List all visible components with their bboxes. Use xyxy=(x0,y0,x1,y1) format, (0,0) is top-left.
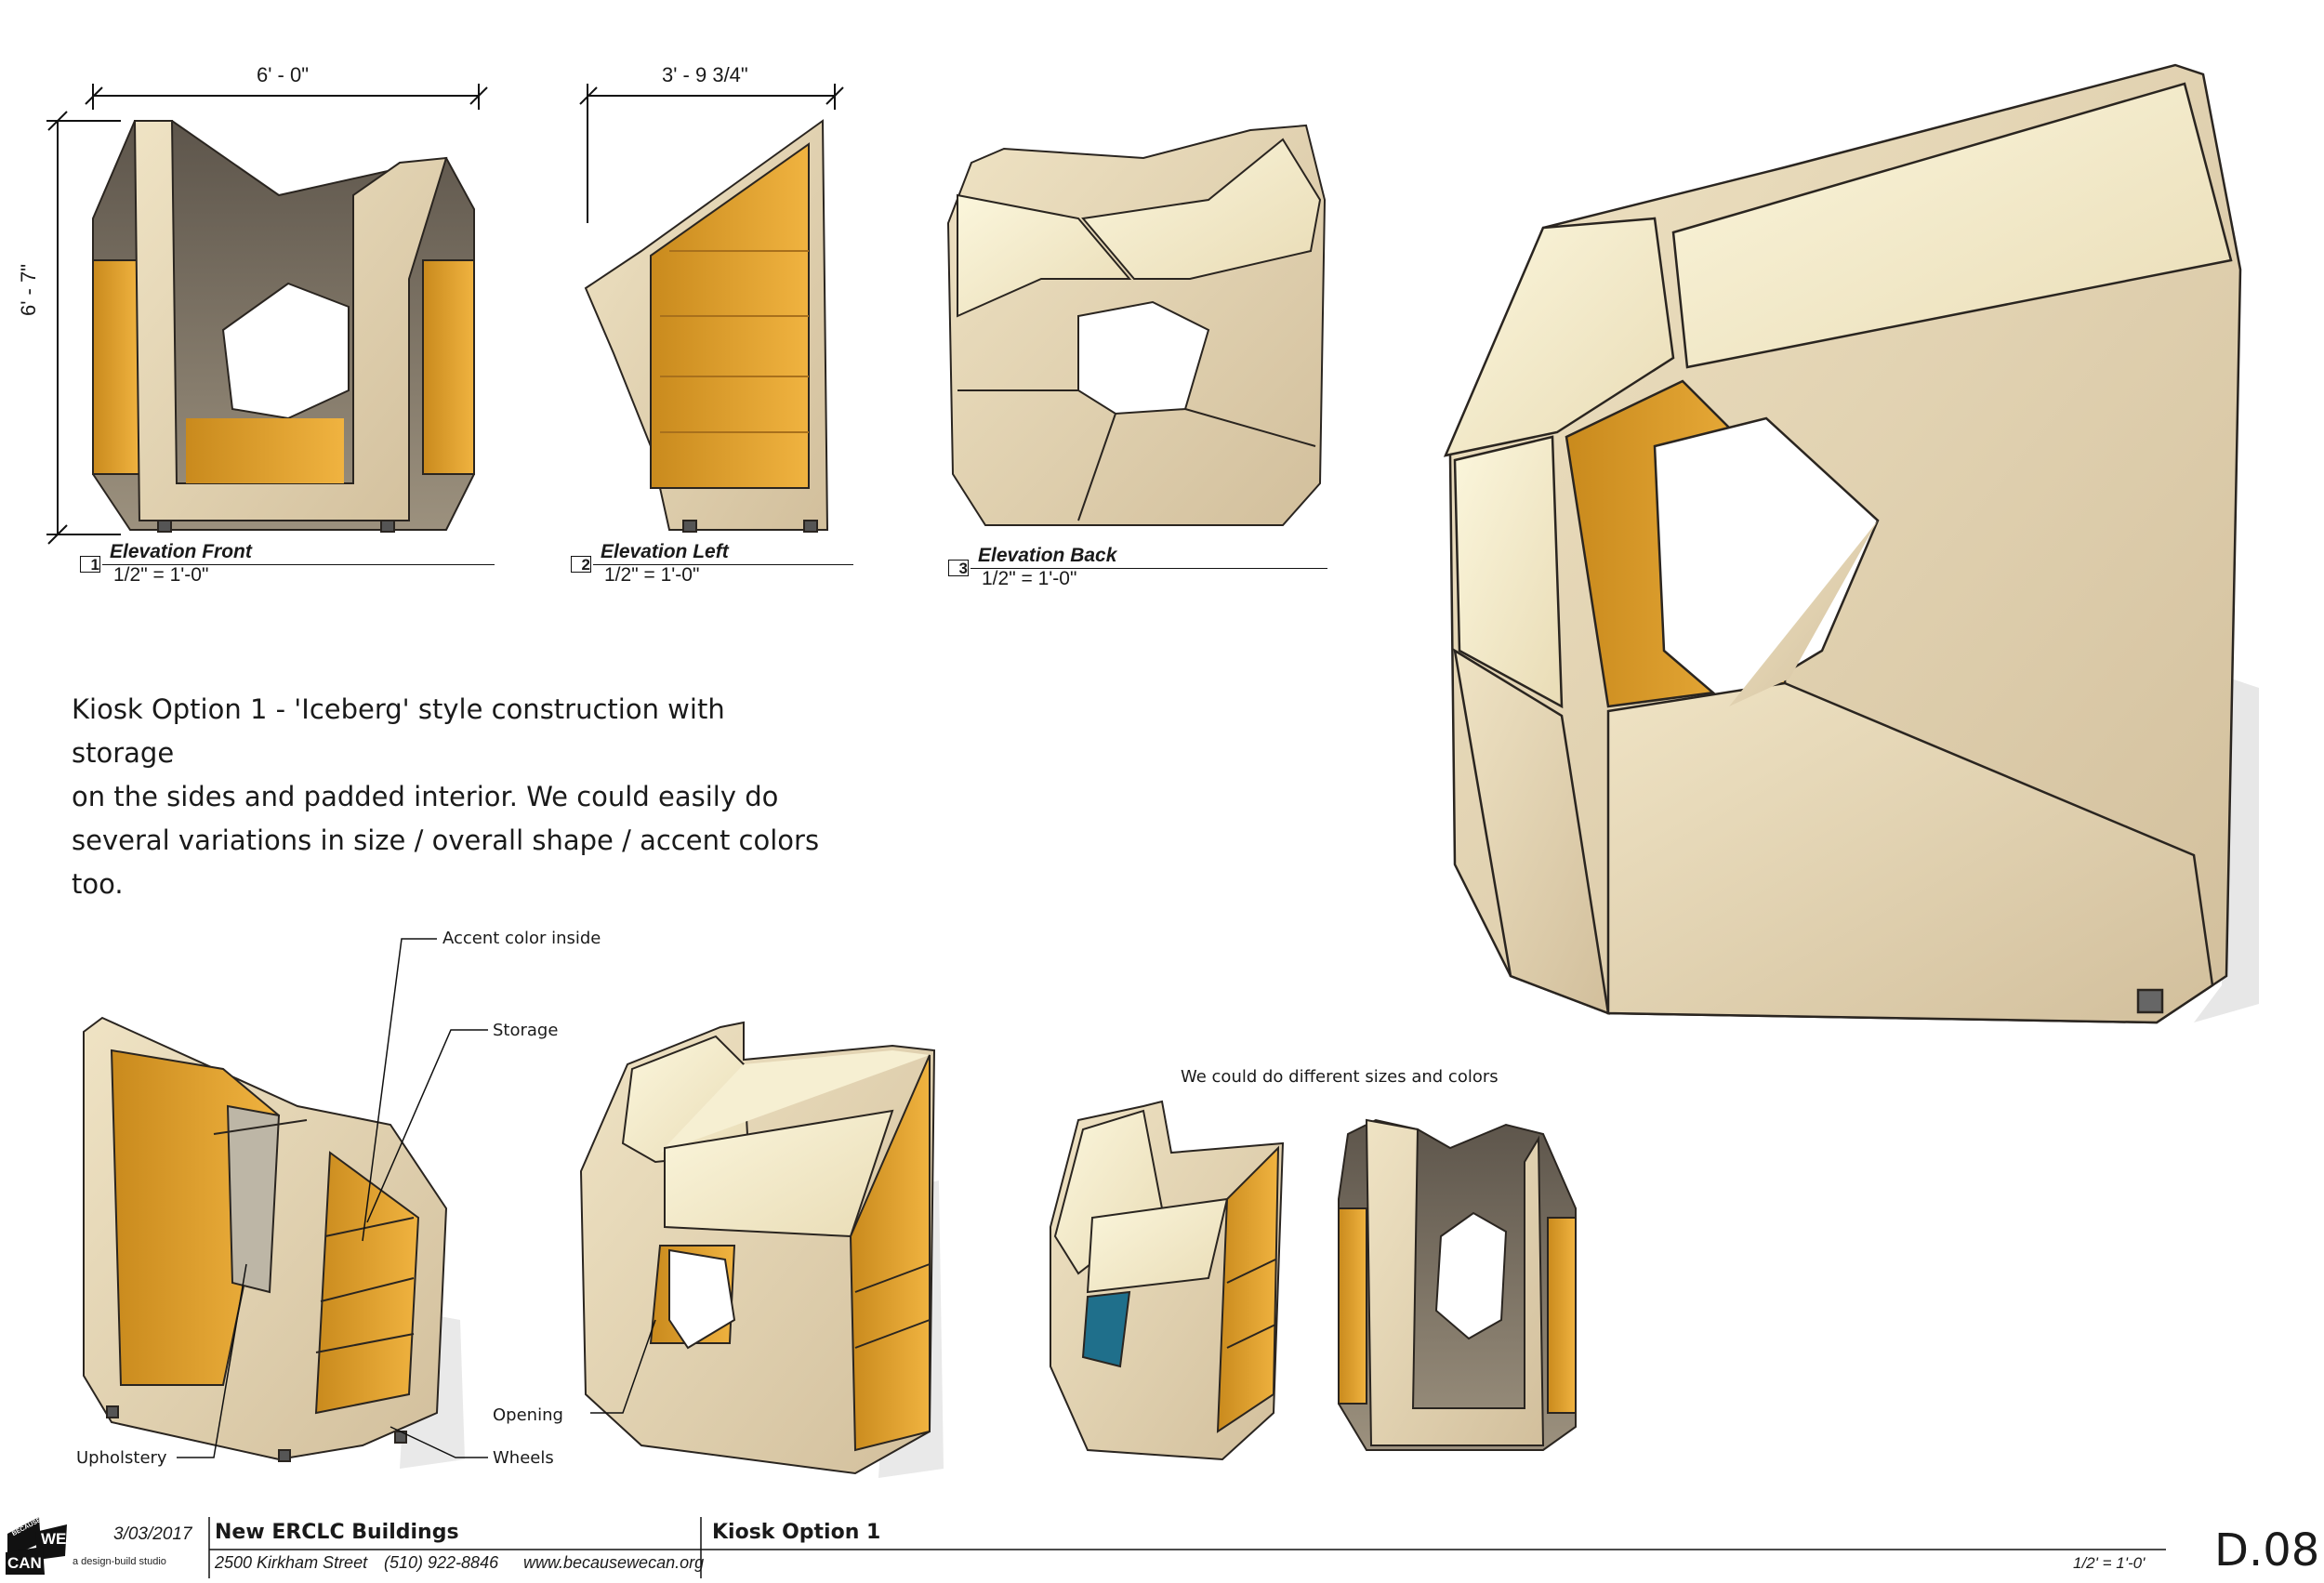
view-title-front: Elevation Front xyxy=(110,541,252,562)
drawing-date: 3/03/2017 xyxy=(113,1524,192,1544)
view-underline-back xyxy=(971,568,1327,569)
sheet-number: D.08 xyxy=(2214,1524,2320,1576)
view-underline-left xyxy=(593,564,853,565)
description-line-3: several variations in size / overall sha… xyxy=(72,824,820,900)
company-phone: (510) 922-8846 xyxy=(384,1553,499,1572)
logo-text-can: CAN xyxy=(7,1554,42,1572)
elevation-left-drawing xyxy=(579,84,844,533)
logo-mark xyxy=(6,1517,67,1575)
view-title-back: Elevation Back xyxy=(978,545,1117,566)
description-line-2: on the sides and padded interior. We cou… xyxy=(72,781,779,812)
kiosk-description: Kiosk Option 1 - 'Iceberg' style constru… xyxy=(72,688,834,906)
perspective-front-small-drawing xyxy=(1338,1118,1577,1451)
company-website: www.becausewecan.org xyxy=(523,1553,705,1572)
dimension-front-height: 6' - 7" xyxy=(17,263,40,316)
project-address: 2500 Kirkham Street xyxy=(215,1553,368,1572)
perspective-opening-drawing xyxy=(579,1021,944,1478)
callout-storage: Storage xyxy=(493,1021,559,1040)
perspective-large-drawing xyxy=(1443,63,2259,1024)
view-scale-front: 1/2" = 1'-0" xyxy=(113,564,209,586)
callout-opening: Opening xyxy=(493,1405,563,1425)
elevation-back-drawing xyxy=(946,124,1327,526)
logo-tagline: a design-build studio xyxy=(73,1556,166,1567)
view-number-front: 1 xyxy=(80,556,100,574)
view-title-left: Elevation Left xyxy=(601,541,729,562)
callout-upholstery: Upholstery xyxy=(76,1448,167,1468)
callout-wheels: Wheels xyxy=(493,1448,554,1468)
dimension-front-width: 6' - 0" xyxy=(257,63,310,86)
title-block-lines xyxy=(208,1517,2166,1578)
view-scale-back: 1/2" = 1'-0" xyxy=(982,568,1077,589)
callout-sizes-colors: We could do different sizes and colors xyxy=(1181,1067,1499,1087)
view-number-back: 3 xyxy=(948,560,969,577)
perspective-small-drawing xyxy=(1050,1100,1285,1461)
view-underline-front xyxy=(102,564,495,565)
company-logo: BECAUSE WE CAN xyxy=(4,1515,67,1575)
description-line-1: Kiosk Option 1 - 'Iceberg' style constru… xyxy=(72,693,725,769)
elevation-front-drawing xyxy=(46,84,488,545)
logo-text-we: WE xyxy=(41,1530,67,1548)
view-scale-left: 1/2" = 1'-0" xyxy=(604,564,700,586)
project-name: New ERCLC Buildings xyxy=(215,1521,459,1544)
callout-accent-color: Accent color inside xyxy=(442,929,601,948)
sheet-scale: 1/2' = 1'-0' xyxy=(2073,1554,2146,1572)
dimension-left-width: 3' - 9 3/4" xyxy=(662,63,748,86)
perspective-storage-drawing xyxy=(83,938,488,1469)
view-number-left: 2 xyxy=(571,556,591,574)
sheet-title: Kiosk Option 1 xyxy=(712,1521,881,1544)
